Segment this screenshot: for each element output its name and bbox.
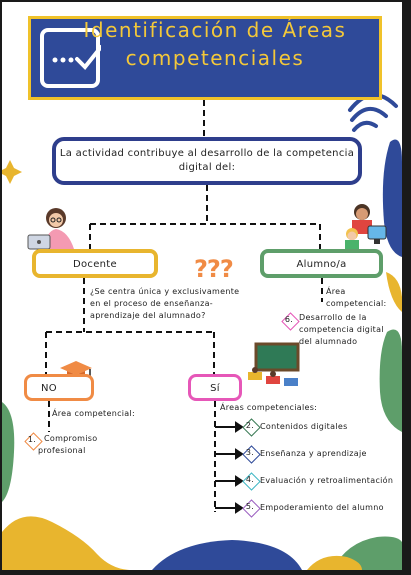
no-label: NO xyxy=(41,383,57,394)
no-area-line1: Compromiso xyxy=(44,434,98,443)
alumno-area-line2: competencia digital xyxy=(299,325,384,334)
alumno-area-line1: Desarrollo de la xyxy=(299,313,367,322)
docente-question: ¿Se centra única y exclusivamente en el … xyxy=(90,286,250,322)
area-3-label: Enseñanza y aprendizaje xyxy=(260,449,367,458)
area-4-label: Evaluación y retroalimentación xyxy=(260,476,394,485)
area-4-number: 4. xyxy=(245,475,255,484)
no-area-heading: Área competencial: xyxy=(52,409,136,418)
alumno-label: Alumno/a xyxy=(296,259,347,270)
yellow-blob-right xyxy=(386,272,402,312)
si-box xyxy=(188,374,242,401)
header-title-line1: Identificación de Áreas xyxy=(83,18,347,42)
area-5-label: Empoderamiento del alumno xyxy=(260,503,384,512)
docente-question-line3: aprendizaje del alumnado? xyxy=(90,311,206,320)
flow-connectors xyxy=(45,100,323,514)
area-1-number: 1. xyxy=(27,435,37,444)
docente-label: Docente xyxy=(73,259,117,270)
question-text: La actividad contribuye al desarrollo de… xyxy=(58,147,356,175)
infographic-page: Identificación de Áreas competenciales L… xyxy=(2,2,402,570)
green-blob-left xyxy=(2,402,15,502)
docente-box xyxy=(32,249,158,278)
si-areas-heading: Áreas competenciales: xyxy=(220,403,318,412)
no-area-text: Compromiso profesional xyxy=(38,433,128,457)
navy-blob-bottom xyxy=(152,540,302,570)
checklist-icon xyxy=(40,28,101,88)
no-area-line2: profesional xyxy=(38,446,86,455)
alumno-area-heading: Área competencial: xyxy=(326,287,387,308)
yellow-blob-bottom-right xyxy=(307,555,362,570)
area-2-number: 2. xyxy=(245,421,255,430)
question-line1: La actividad contribuye al desarrollo de… xyxy=(59,148,355,159)
header-title-line2: competenciales xyxy=(125,46,305,70)
no-box xyxy=(24,374,94,401)
si-arrows xyxy=(215,421,244,514)
teacher-laptop-icon xyxy=(27,208,74,250)
docente-question-line2: en el proceso de enseñanza- xyxy=(90,299,213,308)
alumno-area-text: Desarrollo de la competencia digital del… xyxy=(299,312,389,348)
area-2-label: Contenidos digitales xyxy=(260,422,348,431)
area-5-number: 5. xyxy=(245,502,255,511)
alumno-box xyxy=(260,249,383,278)
background-decor xyxy=(2,93,402,570)
area-6-number: 6. xyxy=(284,315,294,324)
si-label: Sí xyxy=(210,383,220,394)
question-line2: digital del: xyxy=(178,162,236,173)
question-box xyxy=(52,137,362,185)
yellow-wave-bottom xyxy=(2,516,132,570)
area-3-number: 3. xyxy=(245,448,255,457)
alumno-area-line3: del alumnado xyxy=(299,337,358,346)
docente-question-line1: ¿Se centra única y exclusivamente xyxy=(90,287,240,296)
question-marks-decor: ??? xyxy=(194,255,234,283)
classroom-board-icon xyxy=(248,342,300,386)
students-computer-icon xyxy=(345,204,387,250)
green-blob-right xyxy=(379,329,402,432)
navy-blob-right xyxy=(382,139,402,257)
sparkle-left xyxy=(2,160,22,184)
header-banner xyxy=(28,16,382,100)
